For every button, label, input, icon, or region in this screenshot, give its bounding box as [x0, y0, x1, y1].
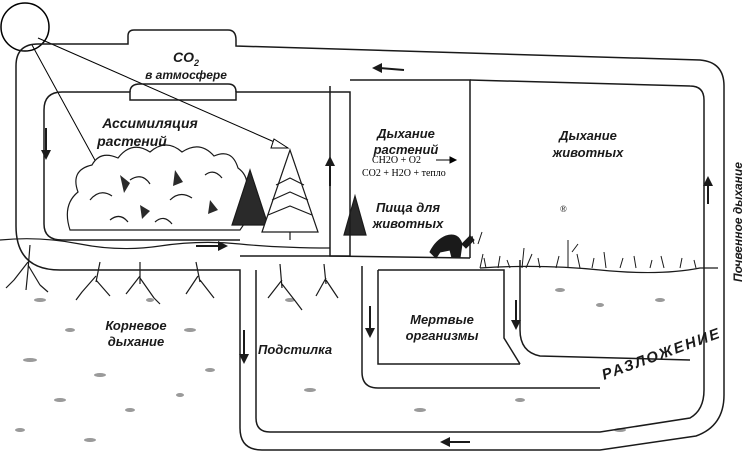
dead-organisms-label: Мертвые [410, 312, 474, 327]
arrow-down-right-mid [511, 300, 521, 330]
arrow-left-top [372, 63, 405, 73]
litter-label: Подстилка [258, 342, 332, 357]
arrow-right-bottom [196, 241, 228, 251]
root-respiration-sublabel: дыхание [108, 334, 164, 349]
plant-reaction-left: CH2O + O2 [372, 155, 421, 166]
arrow-left-bottom [440, 437, 470, 447]
dead-organisms-sublabel: организмы [406, 328, 479, 343]
assimilation-sublabel: растений [96, 133, 167, 149]
soil-respiration-label: Почвенное дыхание [731, 162, 745, 282]
arrow-up-right [703, 176, 713, 204]
soil-texture [15, 288, 665, 442]
plant-respiration-sublabel: растений [373, 142, 439, 157]
co2-atmosphere-label: CO2 [173, 49, 199, 68]
reaction-arrow-icon [436, 156, 458, 164]
plant-reaction-right: CO2 + H2O + тепло [362, 168, 446, 179]
animal-food-sublabel: животных [372, 216, 444, 231]
arrow-down-dead [365, 306, 375, 338]
sun-icon [0, 2, 50, 52]
animal-respiration-label: Дыхание [558, 128, 617, 143]
registered-mark: ® [560, 204, 567, 214]
flow-arrows [41, 63, 713, 447]
animal-respiration-sublabel: животных [552, 145, 624, 160]
grass-icon [467, 231, 697, 269]
plant-respiration-label: Дыхание [376, 126, 435, 141]
co2-atmosphere-sublabel: в атмосфере [145, 68, 227, 82]
animal-food-label: Пища для [376, 200, 440, 215]
arrow-down-litter [239, 330, 249, 364]
assimilation-label: Ассимиляция [101, 115, 198, 131]
arrow-down-left [41, 128, 51, 160]
animal-icon [429, 234, 475, 259]
root-respiration-label: Корневое [105, 318, 166, 333]
arrow-up-center [325, 156, 335, 186]
decomposition-label: РАЗЛОЖЕНИЕ [600, 325, 724, 384]
forest-illustration [66, 144, 367, 240]
tree-icon [261, 148, 319, 240]
root-icon [5, 244, 339, 311]
ground-line [0, 238, 718, 274]
cycle-band [15, 29, 725, 451]
